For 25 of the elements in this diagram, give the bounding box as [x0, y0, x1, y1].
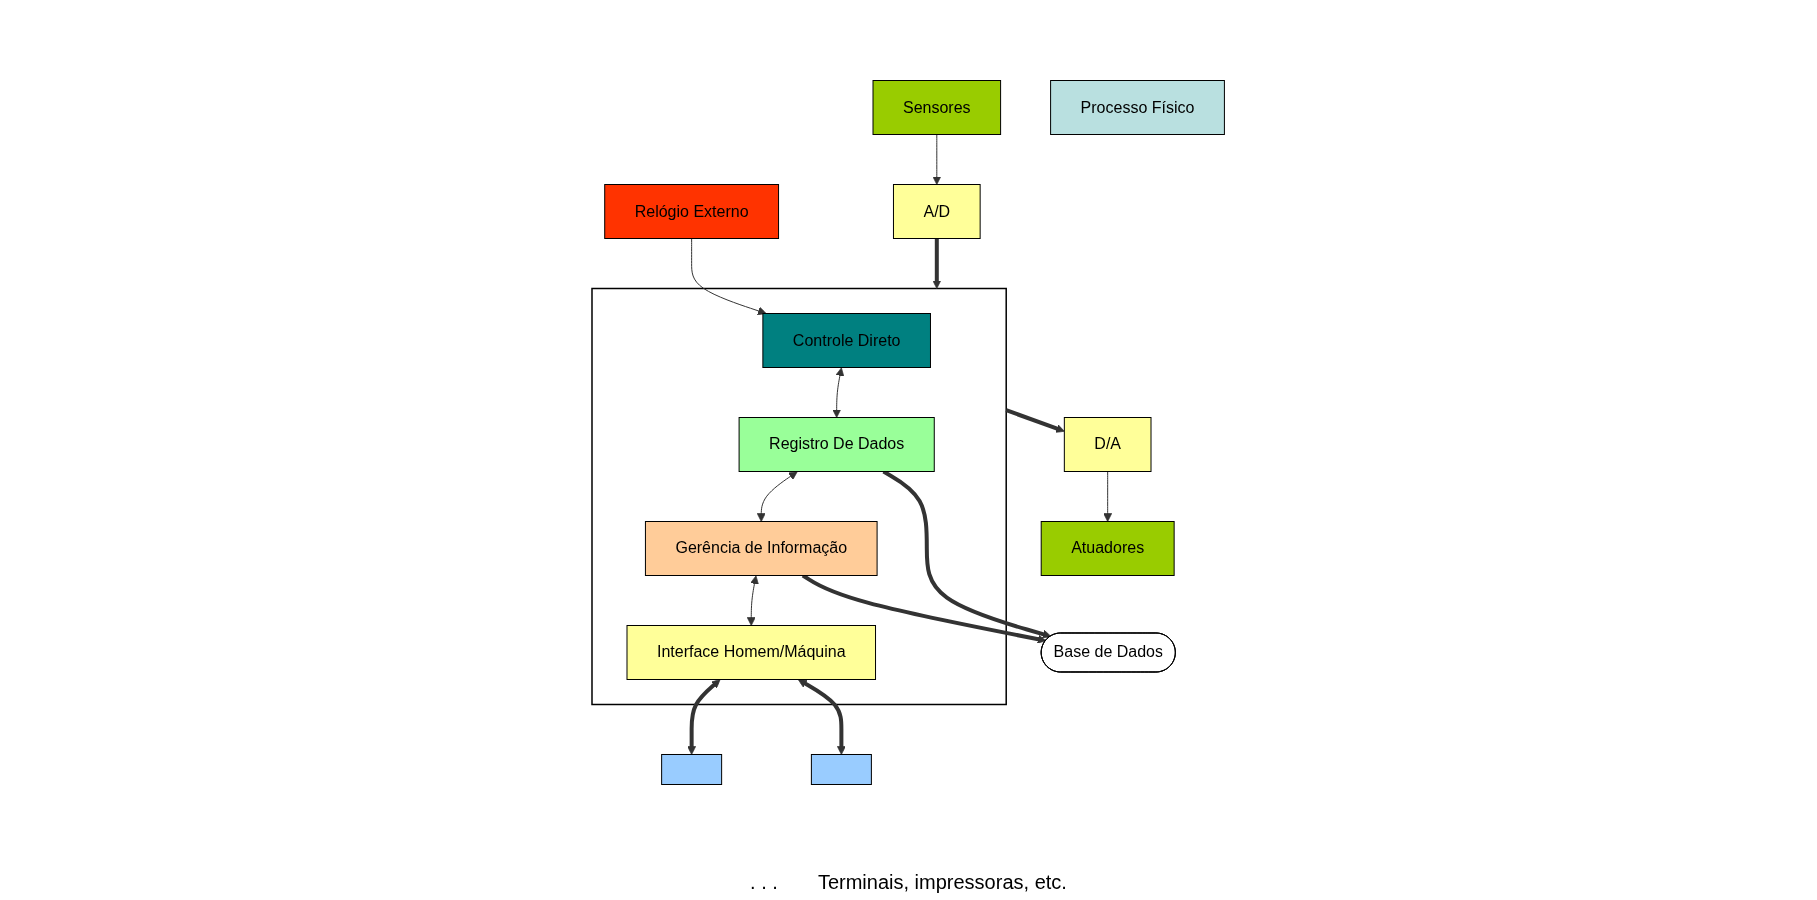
node-box: Sensores — [872, 80, 1002, 135]
arrow — [832, 367, 845, 418]
note-label: . . . — [750, 871, 778, 894]
arrow — [932, 134, 942, 185]
arrow — [1103, 471, 1113, 522]
node-box: Registro De Dados — [738, 417, 936, 472]
node-box — [661, 754, 723, 785]
node-box — [811, 754, 873, 785]
node-box: Processo Físico — [1050, 80, 1226, 135]
arrow — [687, 679, 721, 755]
arrow — [747, 575, 760, 626]
arrow — [932, 238, 942, 289]
arrow — [798, 679, 847, 755]
note-label: Terminais, impressoras, etc. — [817, 871, 1067, 894]
node-box: Gerência de Informação — [645, 521, 878, 576]
node-box: A/D — [893, 184, 981, 239]
node-box: Atuadores — [1041, 521, 1175, 576]
arrow — [757, 471, 798, 522]
node-box: Relógio Externo — [604, 184, 780, 239]
arrow — [1005, 408, 1066, 433]
arrow — [691, 238, 767, 316]
node-box: Controle Direto — [762, 313, 932, 368]
node-box: D/A — [1064, 417, 1152, 472]
node-box: Interface Homem/Máquina — [626, 625, 877, 680]
cluster — [591, 287, 1008, 706]
